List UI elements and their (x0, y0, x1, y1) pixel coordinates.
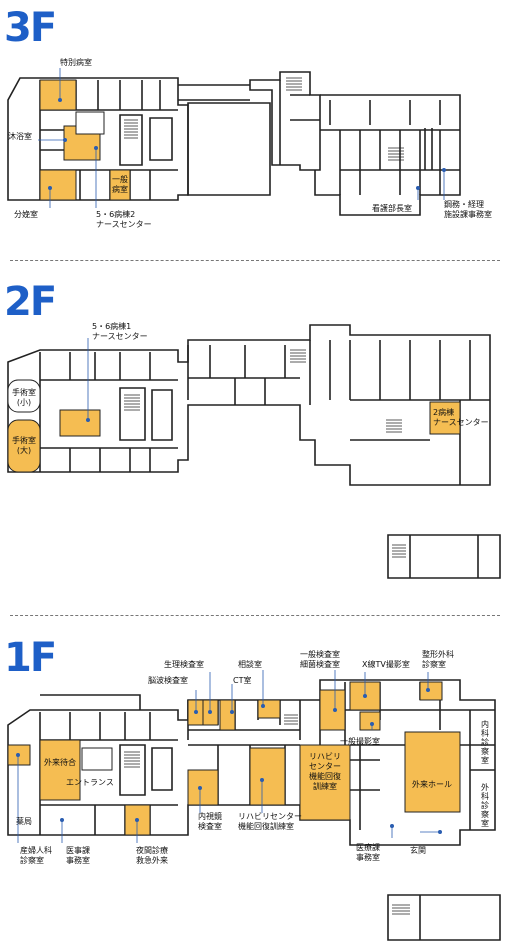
label-ns56-1: 5・6病棟1 ナースセンター (92, 322, 148, 341)
room-naishikyo (187, 769, 219, 806)
room-ippan-satsuei (359, 711, 381, 731)
room-gairai-hall (404, 731, 461, 813)
room-ct (219, 699, 236, 731)
label-ns56-2: 5・6病棟2 ナースセンター (96, 210, 152, 229)
floor-divider (10, 615, 500, 616)
label-genkan: 玄関 (410, 846, 426, 855)
label-ippan-satsuei: 一般撮影室 (340, 737, 380, 746)
label-xray-tv: X線TV撮影室 (362, 660, 410, 669)
label-mokuyoku: 沐浴室 (8, 132, 32, 141)
room-soudan (257, 699, 281, 719)
room-ns2 (429, 401, 461, 435)
room-ns56-1 (59, 409, 101, 437)
label-kango: 看護部長室 (372, 204, 412, 213)
label-rehab1: リハビリ センター 機能回復 訓練室 (309, 752, 341, 791)
label-nouha: 脳波検査室 (148, 676, 188, 685)
label-ns2: 2病棟 ナースセンター (433, 408, 489, 427)
label-shujutsu-small: 手術室 (小) (12, 388, 36, 407)
room-shujutsu-large (7, 419, 41, 473)
label-bunben: 分娩室 (14, 210, 38, 219)
label-iji-jimu: 医事課 事務室 (66, 846, 90, 865)
room-seikei (419, 681, 443, 701)
room-bunben (39, 169, 77, 201)
label-soudan: 相談室 (238, 660, 262, 669)
label-naishikyo: 内視鏡 検査室 (198, 812, 222, 831)
label-tokubetsu: 特別病室 (60, 58, 92, 67)
room-rehab1 (299, 744, 351, 821)
label-ippan-byoshitsu: 一般 病室 (112, 175, 128, 194)
label-seikei: 整形外科 診察室 (422, 650, 454, 669)
room-rehab2 (249, 747, 286, 806)
label-naika: 内科診察室 (481, 720, 489, 765)
room-ippan (109, 169, 131, 201)
label-gairai-machiai: 外来待合 (44, 758, 76, 767)
label-entrance: エントランス (66, 778, 114, 787)
label-yakkyoku: 薬局 (16, 817, 32, 826)
room-shujutsu-small (7, 379, 41, 413)
room-ippan-kensa (319, 689, 346, 731)
label-yakan: 夜間診療 救急外来 (136, 846, 168, 865)
label-iryo-jimu: 医療課 事務室 (356, 843, 380, 862)
label-ct: CT室 (233, 676, 252, 685)
label-gairai-hall: 外来ホール (412, 780, 452, 789)
floor-title-2f: 2F (4, 279, 57, 325)
floor-title-1f: 1F (4, 635, 57, 681)
label-rehab2: リハビリセンター 機能回復訓練室 (238, 812, 302, 831)
label-shujutsu-large: 手術室 (大) (12, 436, 36, 455)
label-sanfujinka: 産婦人科 診察室 (20, 846, 52, 865)
floor-title-3f: 3F (4, 5, 57, 51)
label-gaika: 外科診察室 (481, 783, 489, 828)
floor-divider (10, 260, 500, 261)
room-tokubetsu (39, 79, 77, 111)
room-gairai-machiai (39, 739, 81, 801)
label-somu: 鋼務・経理 施設課事務室 (444, 200, 492, 219)
label-ippan-kensa: 一般検査室 細菌検査室 (300, 650, 340, 669)
label-seiri: 生理検査室 (164, 660, 204, 669)
